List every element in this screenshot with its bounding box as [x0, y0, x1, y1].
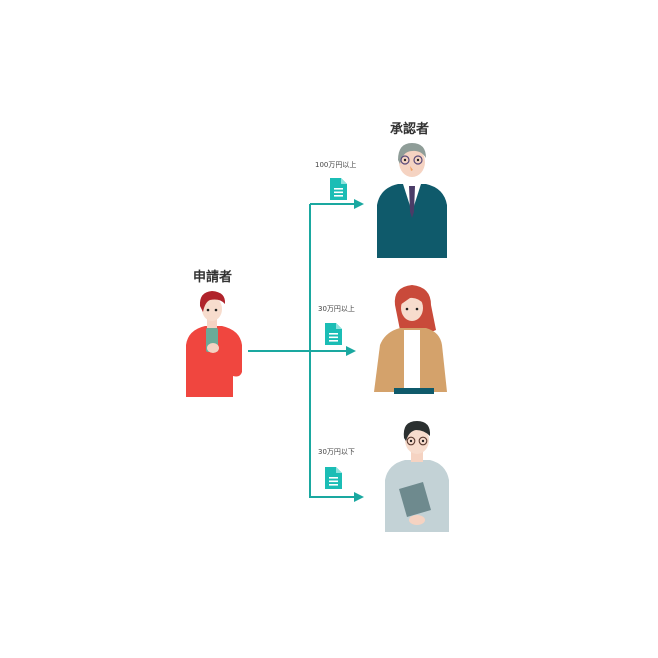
document-icon	[325, 323, 342, 345]
condition-label-30man-above: 30万円以上	[318, 305, 355, 313]
document-icon	[325, 467, 342, 489]
approver-man-with-folder-icon	[385, 421, 449, 532]
condition-label-30man-below: 30万円以下	[318, 448, 355, 456]
applicant-heading: 申請者	[193, 270, 233, 285]
approver-heading: 承認者	[390, 122, 430, 137]
applicant-person-icon	[186, 291, 242, 397]
condition-label-100man-above: 100万円以上	[315, 161, 357, 169]
arrow-right-icon	[346, 199, 364, 502]
document-icon	[330, 178, 347, 200]
approver-woman-icon	[374, 285, 447, 394]
approver-senior-manager-icon	[377, 143, 447, 258]
connector-lines	[248, 203, 356, 498]
